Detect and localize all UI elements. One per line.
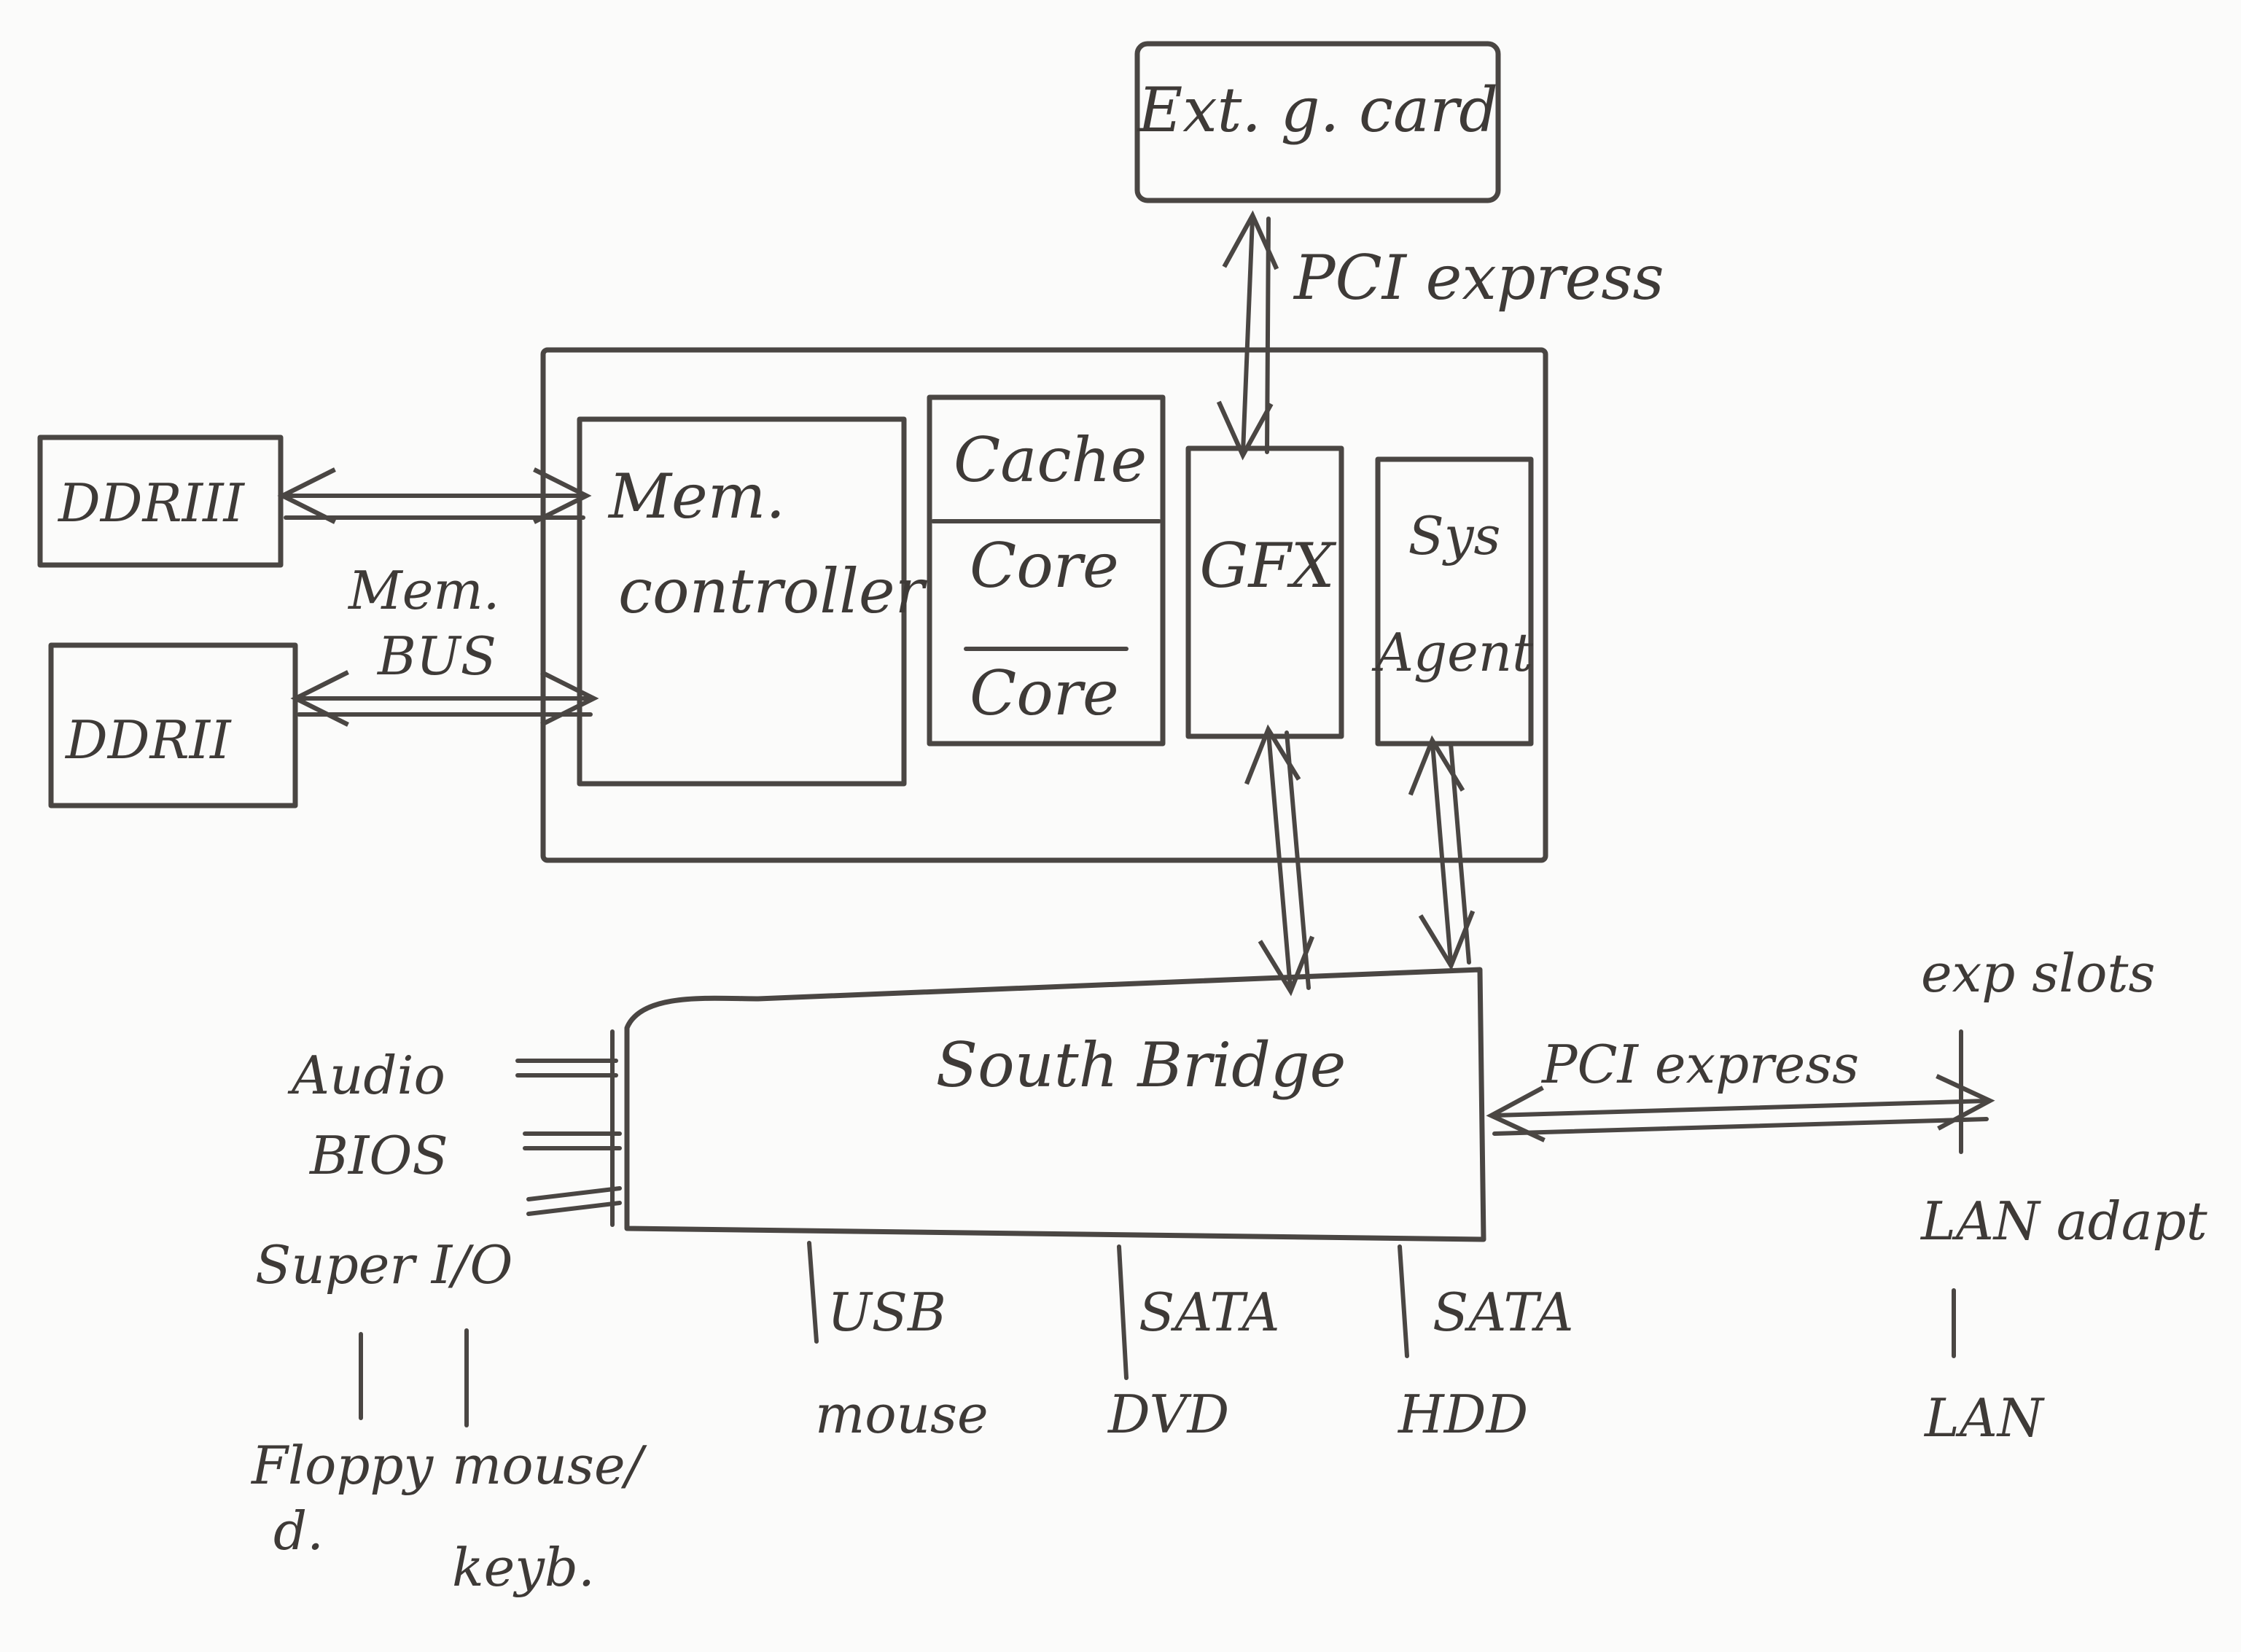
lan-label: LAN bbox=[1923, 1387, 2046, 1449]
mouse-keyb-label-2: keyb. bbox=[452, 1537, 595, 1598]
bios-label: BIOS bbox=[308, 1125, 448, 1186]
memory-controller-box: Mem. controller bbox=[577, 416, 928, 787]
dvd-label: DVD bbox=[1107, 1384, 1229, 1445]
ddr2-label: DDRII bbox=[64, 709, 232, 771]
sata-2-label: SATA bbox=[1433, 1282, 1573, 1343]
gfx-box: GFX bbox=[1185, 445, 1344, 739]
sys-agent-label-1: Sys bbox=[1408, 505, 1501, 566]
audio-label: Audio bbox=[287, 1045, 445, 1106]
gfx-label: GFX bbox=[1199, 530, 1336, 601]
ddr3-label: DDRIII bbox=[57, 472, 246, 534]
pcie-link-right: PCI express exp slots LAN adapt LAN bbox=[1486, 943, 2208, 1449]
core-1-label: Core bbox=[970, 530, 1119, 601]
system-agent-box: Sys Agent bbox=[1371, 456, 1534, 747]
memory-bus-links: Mem. BUS bbox=[277, 467, 599, 727]
pci-express-top-label: PCI express bbox=[1293, 242, 1664, 313]
floppy-label-2: d. bbox=[273, 1500, 324, 1562]
super-io-label: Super I/O bbox=[255, 1234, 512, 1296]
usb-label: USB bbox=[827, 1282, 946, 1343]
south-bridge-box: South Bridge bbox=[624, 967, 1486, 1242]
cpu-package-box bbox=[540, 347, 1548, 863]
ext-card-label: Ext. g. card bbox=[1137, 74, 1498, 146]
ddr2-module-box: DDRII bbox=[48, 642, 298, 809]
mouse-label: mouse bbox=[815, 1384, 989, 1445]
cache-cores-box: Cache Core Core bbox=[927, 394, 1166, 747]
floppy-label-1: Floppy bbox=[250, 1435, 434, 1496]
mouse-keyb-label-1: mouse/ bbox=[452, 1435, 648, 1496]
exp-slots-label: exp slots bbox=[1921, 943, 2155, 1004]
mem-ctrl-label-1: Mem. bbox=[607, 461, 785, 532]
hdd-label: HDD bbox=[1397, 1384, 1528, 1445]
bottom-peripheral-links: USB mouse SATA DVD SATA HDD bbox=[807, 1241, 1573, 1445]
left-peripheral-links: Audio BIOS Super I/O Floppy d. mouse/ ke… bbox=[250, 1029, 648, 1598]
core-2-label: Core bbox=[970, 658, 1119, 729]
cpu-to-southbridge-links bbox=[1244, 724, 1476, 997]
cache-label: Cache bbox=[954, 424, 1147, 496]
mem-ctrl-label-2: controller bbox=[618, 556, 928, 627]
mem-bus-label-2: BUS bbox=[376, 626, 496, 687]
ddr3-module-box: DDRIII bbox=[37, 435, 284, 568]
ext-graphics-card-box: Ext. g. card bbox=[1134, 41, 1501, 203]
mem-bus-label-1: Mem. bbox=[347, 560, 500, 621]
south-bridge-label: South Bridge bbox=[936, 1029, 1346, 1101]
sys-agent-label-2: Agent bbox=[1371, 622, 1534, 683]
sata-1-label: SATA bbox=[1139, 1282, 1279, 1343]
pcie-link-top: PCI express bbox=[1216, 210, 1664, 461]
pci-express-right-label: PCI express bbox=[1540, 1034, 1859, 1095]
lan-adapter-label: LAN adapt bbox=[1920, 1191, 2208, 1252]
